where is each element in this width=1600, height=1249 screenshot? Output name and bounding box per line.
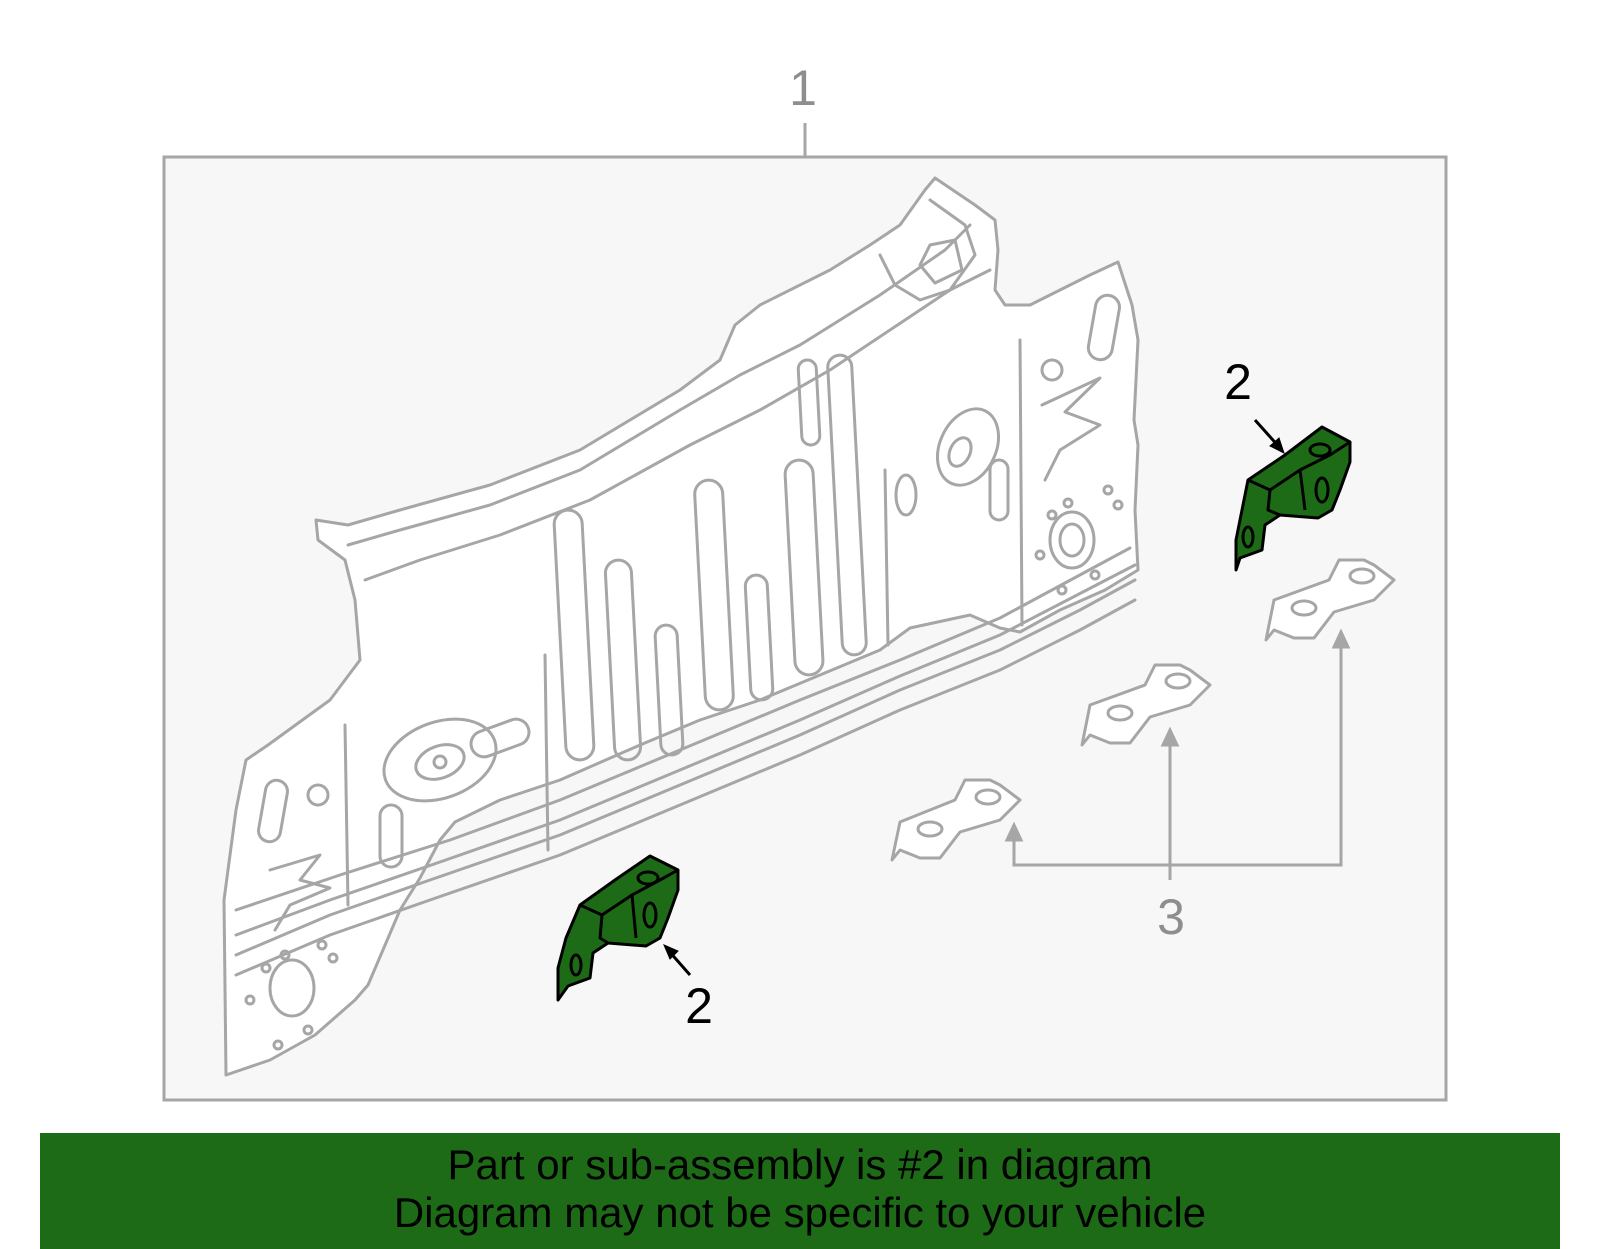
bracket-upper-highlighted	[1234, 425, 1352, 572]
banner-line-1: Part or sub-assembly is #2 in diagram	[447, 1141, 1153, 1188]
mount-plate-middle	[1080, 663, 1212, 747]
callout-3-label: 3	[1157, 889, 1185, 945]
back-panel-assembly	[222, 176, 1140, 1077]
callout-2-lower-label: 2	[685, 978, 713, 1034]
callout-1-label: 1	[789, 60, 817, 116]
info-banner: Part or sub-assembly is #2 in diagram Di…	[40, 1133, 1560, 1249]
callout-2-leaders	[663, 419, 1285, 976]
mount-plate-upper	[1264, 558, 1396, 642]
bracket-lower-highlighted	[556, 854, 680, 1002]
callout-2-upper-label: 2	[1224, 354, 1252, 410]
mount-plate-lower	[890, 778, 1022, 862]
banner-line-2: Diagram may not be specific to your vehi…	[393, 1189, 1207, 1236]
callout-3-leaders	[1004, 628, 1351, 880]
